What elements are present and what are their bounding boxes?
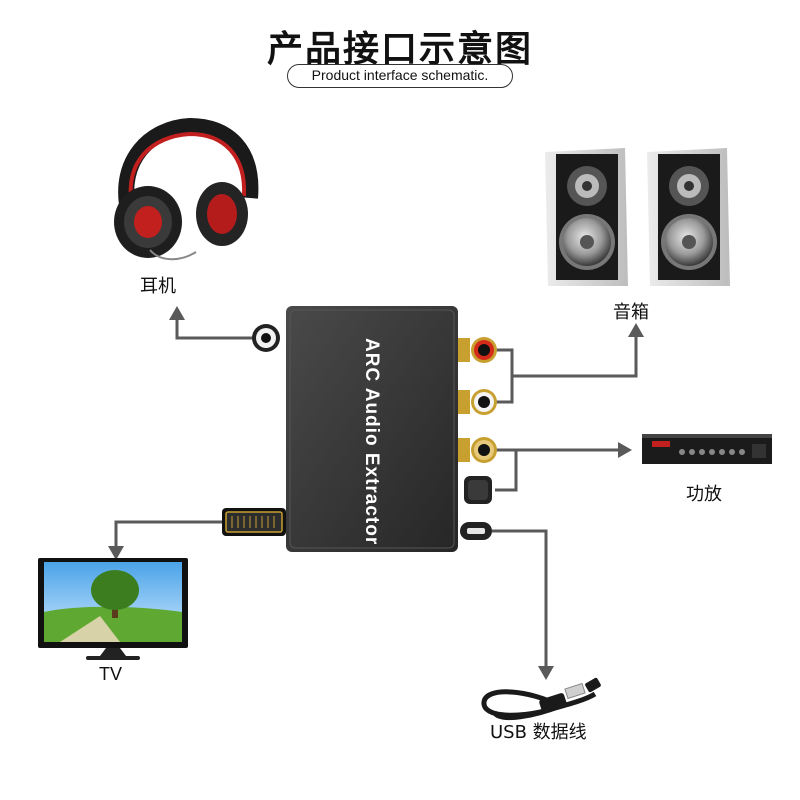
speaker-right-icon [647,148,730,286]
amplifier-icon [642,434,772,464]
coaxial-jack [458,437,497,463]
rca-jack-red [458,337,497,363]
page-title: 产品接口示意图 [266,29,533,70]
arrow-up-headphone [169,306,185,320]
page-subtitle: Product interface schematic. [287,64,513,88]
speaker-left-icon [545,148,628,286]
arrow-heads [108,306,644,680]
connection-lines [114,318,638,668]
amplifier-label: 功放 [686,484,722,505]
tv-label: TV [99,664,123,684]
speakers-label: 音箱 [613,302,649,323]
tv-icon [38,558,188,660]
headphones-label: 耳机 [140,276,176,297]
device-box [286,306,458,552]
arrow-right-amplifier [618,442,632,458]
device-name: ARC Audio Extractor [361,338,382,545]
arrow-up-speaker [628,323,644,337]
usb-line [492,529,548,668]
amplifier-line [495,448,620,492]
rca-jack-white [458,389,497,415]
optical-jack [464,476,492,504]
headphone-line [175,318,262,340]
tv-line [114,520,226,548]
usb-cable-icon [481,677,601,721]
arrow-down-tv [108,546,124,560]
headphone-jack [252,324,280,352]
usb-cable-label: USB 数据线 [490,722,587,743]
headphones-icon [114,117,259,261]
arrow-down-usb [538,666,554,680]
usb-port [460,522,492,540]
hdmi-port [222,508,286,536]
speaker-line [495,335,638,404]
